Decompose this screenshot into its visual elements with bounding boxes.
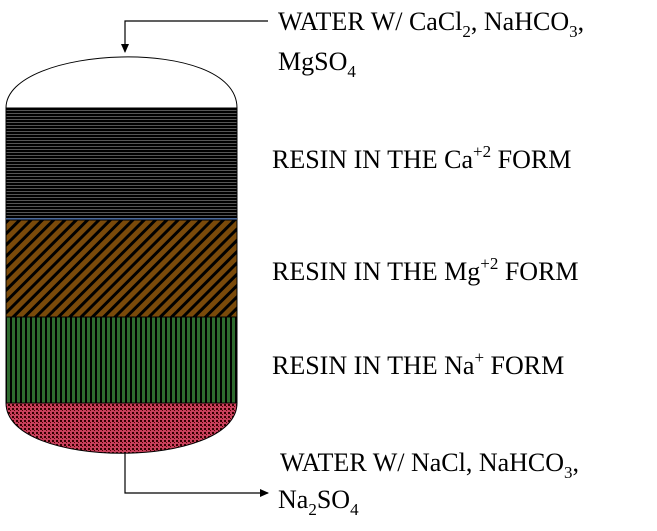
inlet-arrow — [121, 20, 268, 53]
resin-layer-ca — [5, 107, 238, 220]
outlet-arrow — [124, 452, 269, 497]
vessel-bottom-dome — [5, 402, 238, 454]
outlet-label-line1: WATER W/ NaCl, NaHCO3, — [280, 448, 579, 482]
vessel-top-dome — [5, 56, 238, 109]
label-resin-ca: RESIN IN THE Ca+2 FORM — [272, 142, 571, 174]
label-resin-mg: RESIN IN THE Mg+2 FORM — [272, 254, 579, 286]
resin-layer-mg — [5, 219, 238, 318]
inlet-label-line1: WATER W/ CaCl2, NaHCO3, — [278, 7, 584, 41]
inlet-label-line2: MgSO4 — [278, 47, 356, 81]
resin-layer-na — [5, 316, 238, 404]
label-resin-na: RESIN IN THE Na+ FORM — [272, 348, 564, 380]
outlet-label-line2: Na2SO4 — [278, 485, 359, 519]
